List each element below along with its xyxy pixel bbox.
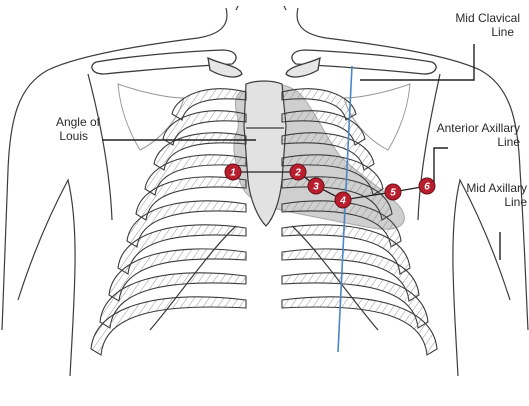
electrode-number: 5 — [390, 188, 396, 199]
mid-clavical-label-line: Line — [491, 25, 514, 39]
electrode-number: 6 — [424, 182, 430, 193]
anterior-axillary-label: Anterior Axillary — [437, 121, 520, 135]
mid-clavical-label: Mid Clavical — [455, 11, 520, 25]
electrode-number: 3 — [313, 182, 319, 193]
electrode-number: 2 — [294, 168, 301, 179]
electrode-number: 4 — [339, 196, 346, 207]
electrode-5: 5 — [385, 184, 401, 200]
electrode-3: 3 — [308, 178, 324, 194]
anterior-axillary-label-line: Line — [497, 135, 520, 149]
electrode-1: 1 — [225, 164, 241, 180]
mid-axillary-label: Mid Axillary — [466, 181, 527, 195]
electrode-6: 6 — [419, 178, 435, 194]
angle-of-louis-label: Angle of — [56, 115, 101, 129]
electrode-number: 1 — [230, 168, 236, 179]
mid-axillary-label-line: Line — [504, 195, 527, 209]
clavicles — [92, 50, 436, 77]
electrode-4: 4 — [335, 192, 351, 208]
angle-of-louis-label-line: Louis — [59, 129, 88, 143]
electrode-2: 2 — [290, 164, 306, 180]
